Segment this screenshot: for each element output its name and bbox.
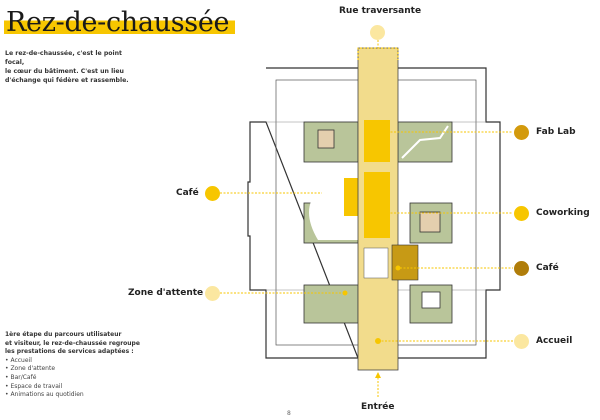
page-title: Rez-de-chaussée [4, 8, 236, 38]
coworking-zone [364, 172, 390, 238]
accueil-marker [514, 334, 529, 349]
coworking-marker [514, 206, 529, 221]
intro-line: Le rez-de-chaussée, c'est le point focal… [5, 50, 123, 66]
cafe-right-marker [514, 261, 529, 276]
services-heading: les prestations de services adaptées : [5, 348, 134, 356]
fablab-zone [364, 120, 390, 162]
rue-marker [370, 25, 385, 40]
label-coworking: Coworking [536, 208, 590, 218]
service-item: • Zone d'attente [5, 365, 56, 373]
entrance-arrow-icon [375, 372, 381, 378]
intro-line: le cœur du bâtiment. C'est un lieu [5, 68, 124, 75]
label-rue-traversante: Rue traversante [339, 6, 422, 16]
cafe-left-marker [205, 186, 220, 201]
leader-lines [220, 40, 513, 398]
cafe-left-zone [344, 178, 358, 216]
label-entree: Entrée [361, 402, 395, 412]
service-block [363, 247, 389, 279]
label-cafe-left: Café [176, 188, 199, 198]
page-number: 8 [287, 410, 291, 417]
label-accueil: Accueil [536, 336, 573, 346]
service-item: • Espace de travail [5, 382, 63, 390]
services-heading: 1ère étape du parcours utilisateur [5, 331, 122, 338]
services-list: 1ère étape du parcours utilisateur et vi… [5, 331, 145, 400]
label-zone-attente: Zone d'attente [128, 288, 204, 298]
cafe-right-zone [391, 244, 419, 281]
label-cafe-right: Café [536, 263, 559, 273]
zone-attente-marker [205, 286, 220, 301]
intro-text: Le rez-de-chaussée, c'est le point focal… [5, 49, 135, 85]
service-item: • Bar/Café [5, 373, 37, 381]
label-fablab: Fab Lab [536, 127, 576, 137]
services-heading: et visiteur, le rez-de-chaussée regroupe [5, 339, 140, 347]
fablab-marker [514, 125, 529, 140]
intro-line: d'échange qui fédère et rassemble. [5, 77, 129, 84]
service-item: • Accueil [5, 356, 32, 364]
service-item: • Animations au quotidien [5, 391, 84, 399]
